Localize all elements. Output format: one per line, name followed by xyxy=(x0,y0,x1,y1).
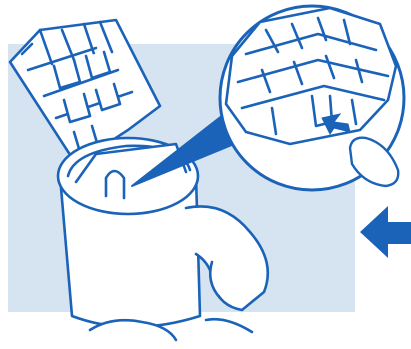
magnifier-callout xyxy=(220,6,404,190)
arrow-left-icon xyxy=(360,206,411,258)
